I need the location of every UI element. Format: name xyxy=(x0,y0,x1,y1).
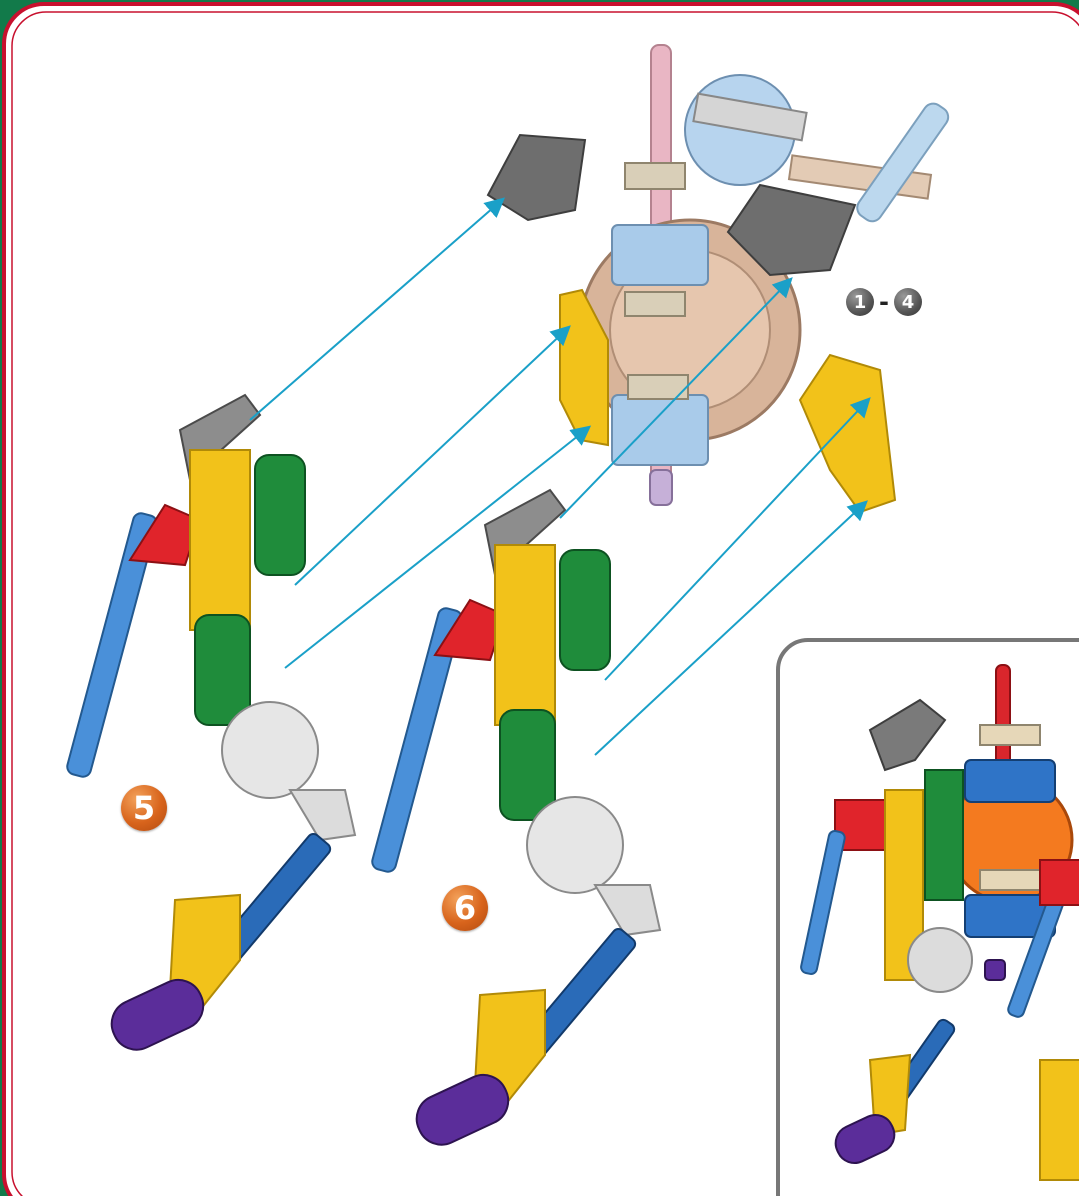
step-badge-5: 5 xyxy=(121,785,167,831)
arrow-1 xyxy=(249,197,506,421)
step-range-end: 4 xyxy=(893,288,922,316)
arrow-5 xyxy=(604,397,871,681)
arrow-3 xyxy=(284,425,592,669)
step-range-dash: - xyxy=(879,288,889,316)
arrow-6 xyxy=(594,500,868,756)
arrow-4 xyxy=(559,277,793,519)
step-range-start: 1 xyxy=(846,288,874,316)
arrow-2 xyxy=(294,325,571,586)
step-badge-6: 6 xyxy=(442,885,488,931)
step-range-label: 1 - 4 xyxy=(846,286,922,318)
